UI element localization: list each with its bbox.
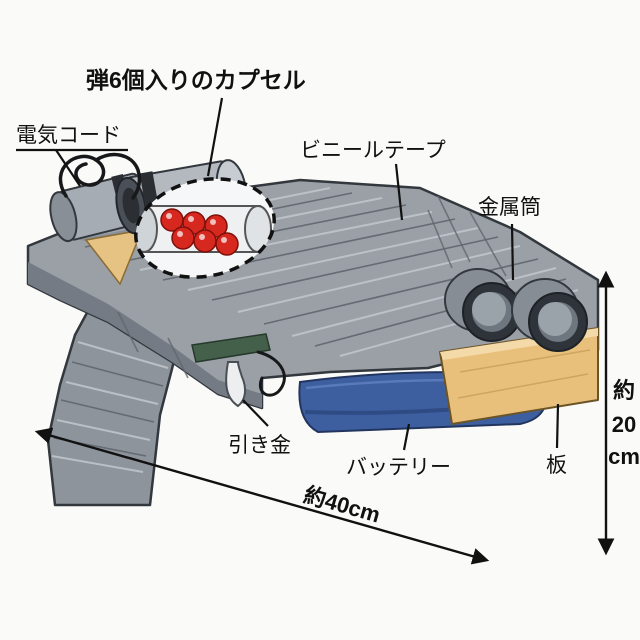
trigger-assembly [191, 333, 286, 408]
metal-tube-right [511, 278, 588, 352]
dim-height-prefix: 約 [613, 378, 635, 403]
board-grain [457, 349, 591, 399]
dim-arrow-width [34, 427, 490, 565]
label-electric-cord: 電気コード [16, 124, 121, 147]
leader-capsule [206, 97, 224, 177]
grip-tape-folds [51, 341, 169, 473]
metal-tube-left [444, 268, 522, 342]
label-vinyl-tape: ビニールテープ [300, 139, 446, 162]
leader-vinyl-tape [394, 163, 404, 221]
trigger-plate [191, 333, 271, 363]
electric-cord [58, 152, 142, 200]
dim-height-unit: cm [608, 444, 640, 469]
cutaway-dashed-ring [134, 177, 276, 279]
leader-metal-tube [510, 223, 515, 281]
label-metal-tube: 金属筒 [478, 196, 541, 219]
trigger-wire [256, 350, 286, 397]
body-front-shade [28, 262, 262, 408]
label-capsule: 弾6個入りのカプセル [86, 67, 306, 93]
leader-trigger [242, 399, 269, 427]
leader-cord [55, 149, 81, 187]
dim-height-label: 約 20 cm [608, 378, 640, 469]
wood-wedge [84, 229, 144, 286]
dim-height-value: 20 [612, 412, 636, 437]
label-board: 板 [546, 454, 567, 477]
bullets [160, 208, 239, 256]
trigger [225, 361, 247, 408]
capsule-cutaway [130, 177, 276, 279]
label-trigger: 引き金 [228, 434, 291, 457]
tape-fold-lines [117, 195, 507, 379]
leader-board [555, 403, 560, 449]
label-battery: バッテリー [346, 456, 451, 479]
